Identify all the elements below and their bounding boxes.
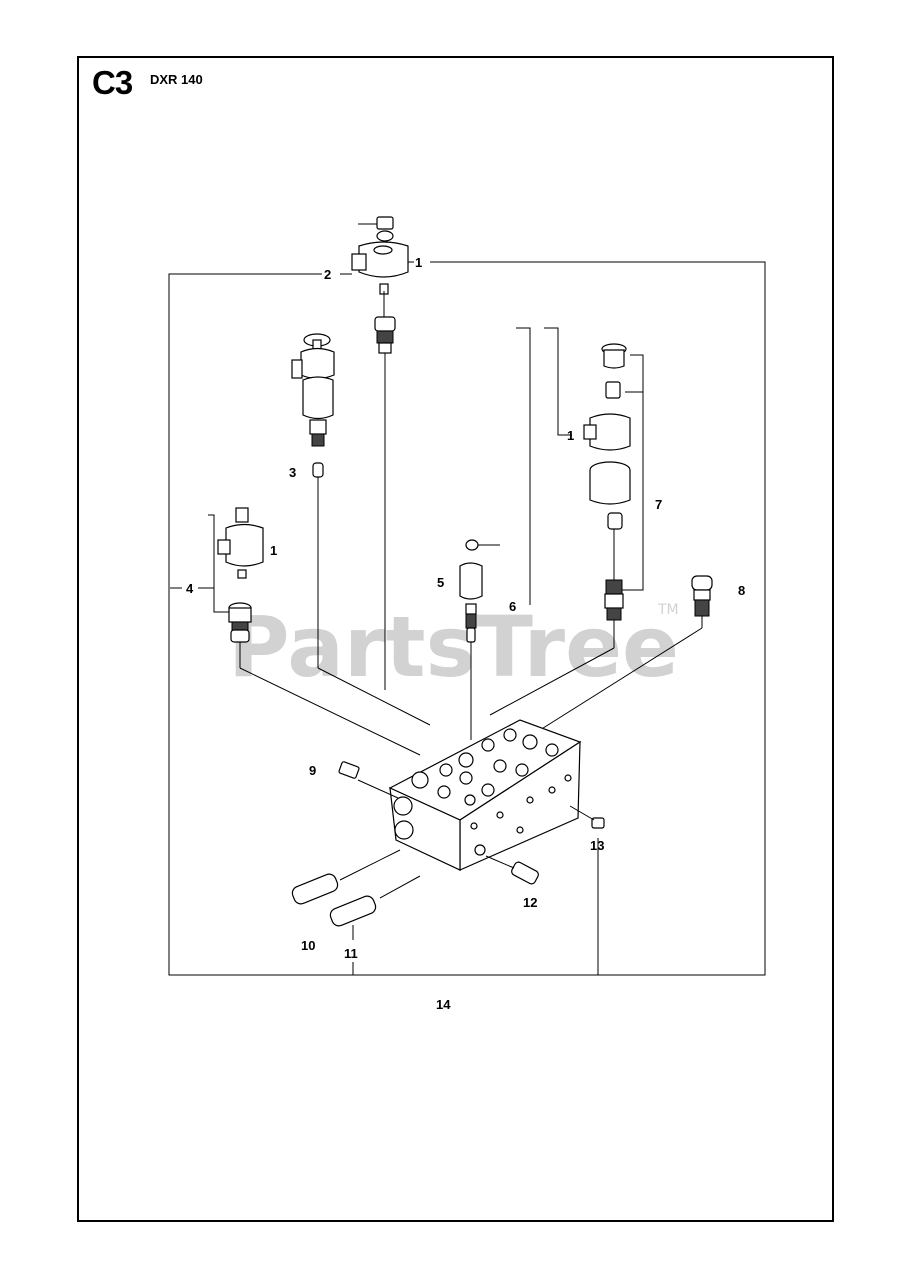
callout-9: 9 [309, 763, 316, 778]
callout-4: 4 [186, 581, 194, 596]
part-9-fitting [338, 761, 399, 799]
part-11-coupling [329, 875, 421, 940]
assembly-bracket [168, 261, 766, 976]
callout-10: 10 [301, 938, 315, 953]
callout-1-right: 1 [567, 428, 574, 443]
watermark: PartsTree [228, 598, 679, 696]
part-12-plug [485, 855, 539, 885]
callout-leaders [340, 261, 572, 436]
part-6-bracket [516, 327, 565, 605]
callout-2: 2 [324, 267, 331, 282]
callout-12: 12 [523, 895, 537, 910]
part-4-left-valve [170, 507, 421, 756]
callout-14: 14 [436, 997, 451, 1012]
callout-6: 6 [509, 599, 516, 614]
callout-1-left: 1 [270, 543, 277, 558]
watermark-trademark: TM [657, 602, 679, 618]
part-8-valve [539, 575, 713, 731]
manifold-block [388, 719, 582, 871]
part-5-valve [459, 539, 500, 740]
model-name: DXR 140 [150, 72, 203, 87]
part-7-right-solenoid [489, 343, 644, 716]
callout-13: 13 [590, 838, 604, 853]
callout-3: 3 [289, 465, 296, 480]
callout-8: 8 [738, 583, 745, 598]
callout-1-top: 1 [415, 255, 422, 270]
part-13-screw [569, 805, 605, 829]
page-frame [77, 56, 834, 1222]
part-1-top-solenoid [351, 216, 409, 690]
page-code: C3 [92, 64, 133, 101]
callout-7: 7 [655, 497, 662, 512]
callout-5: 5 [437, 575, 444, 590]
callout-11: 11 [344, 946, 358, 961]
part-10-coupling [291, 849, 401, 905]
part-3-solenoid [291, 333, 431, 726]
